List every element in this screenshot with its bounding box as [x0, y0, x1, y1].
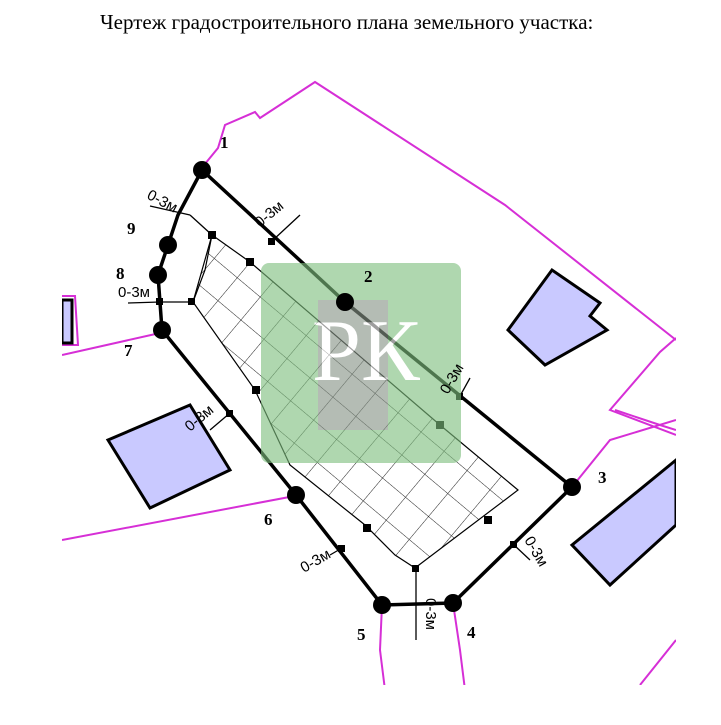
boundary-point-3 [563, 478, 581, 496]
boundary-point-6 [287, 486, 305, 504]
point-label-4: 4 [467, 623, 476, 642]
setback-label: 0-3м [422, 598, 439, 630]
boundary-point-5 [373, 596, 391, 614]
boundary-points [149, 161, 581, 614]
point-label-7: 7 [124, 341, 133, 360]
boundary-point-9 [159, 236, 177, 254]
neighbor-boundaries [62, 80, 676, 685]
boundary-point-4 [444, 594, 462, 612]
setback-label: 0-3м [298, 546, 334, 577]
boundary-point-2 [336, 293, 354, 311]
page-title: Чертеж градостроительного плана земельно… [100, 10, 594, 34]
building [105, 403, 233, 510]
point-label-3: 3 [598, 468, 607, 487]
boundary-point-8 [149, 266, 167, 284]
building [62, 298, 74, 345]
watermark-logo: РК [261, 263, 461, 463]
boundary-point-1 [193, 161, 211, 179]
point-label-8: 8 [116, 264, 125, 283]
setback-label: 0-3м [252, 197, 287, 231]
boundary-point-7 [153, 321, 171, 339]
building [506, 267, 610, 367]
building [569, 458, 676, 588]
setback-label: 0-3м [521, 534, 552, 570]
watermark-letters: РК [312, 303, 420, 400]
point-label-6: 6 [264, 510, 273, 529]
point-label-9: 9 [127, 219, 136, 238]
point-label-2: 2 [364, 267, 373, 286]
point-label-1: 1 [220, 133, 229, 152]
setback-arrows [127, 205, 531, 640]
point-label-5: 5 [357, 625, 366, 644]
setback-label: 0-3м [118, 284, 150, 301]
neighbor-buildings [62, 267, 676, 588]
